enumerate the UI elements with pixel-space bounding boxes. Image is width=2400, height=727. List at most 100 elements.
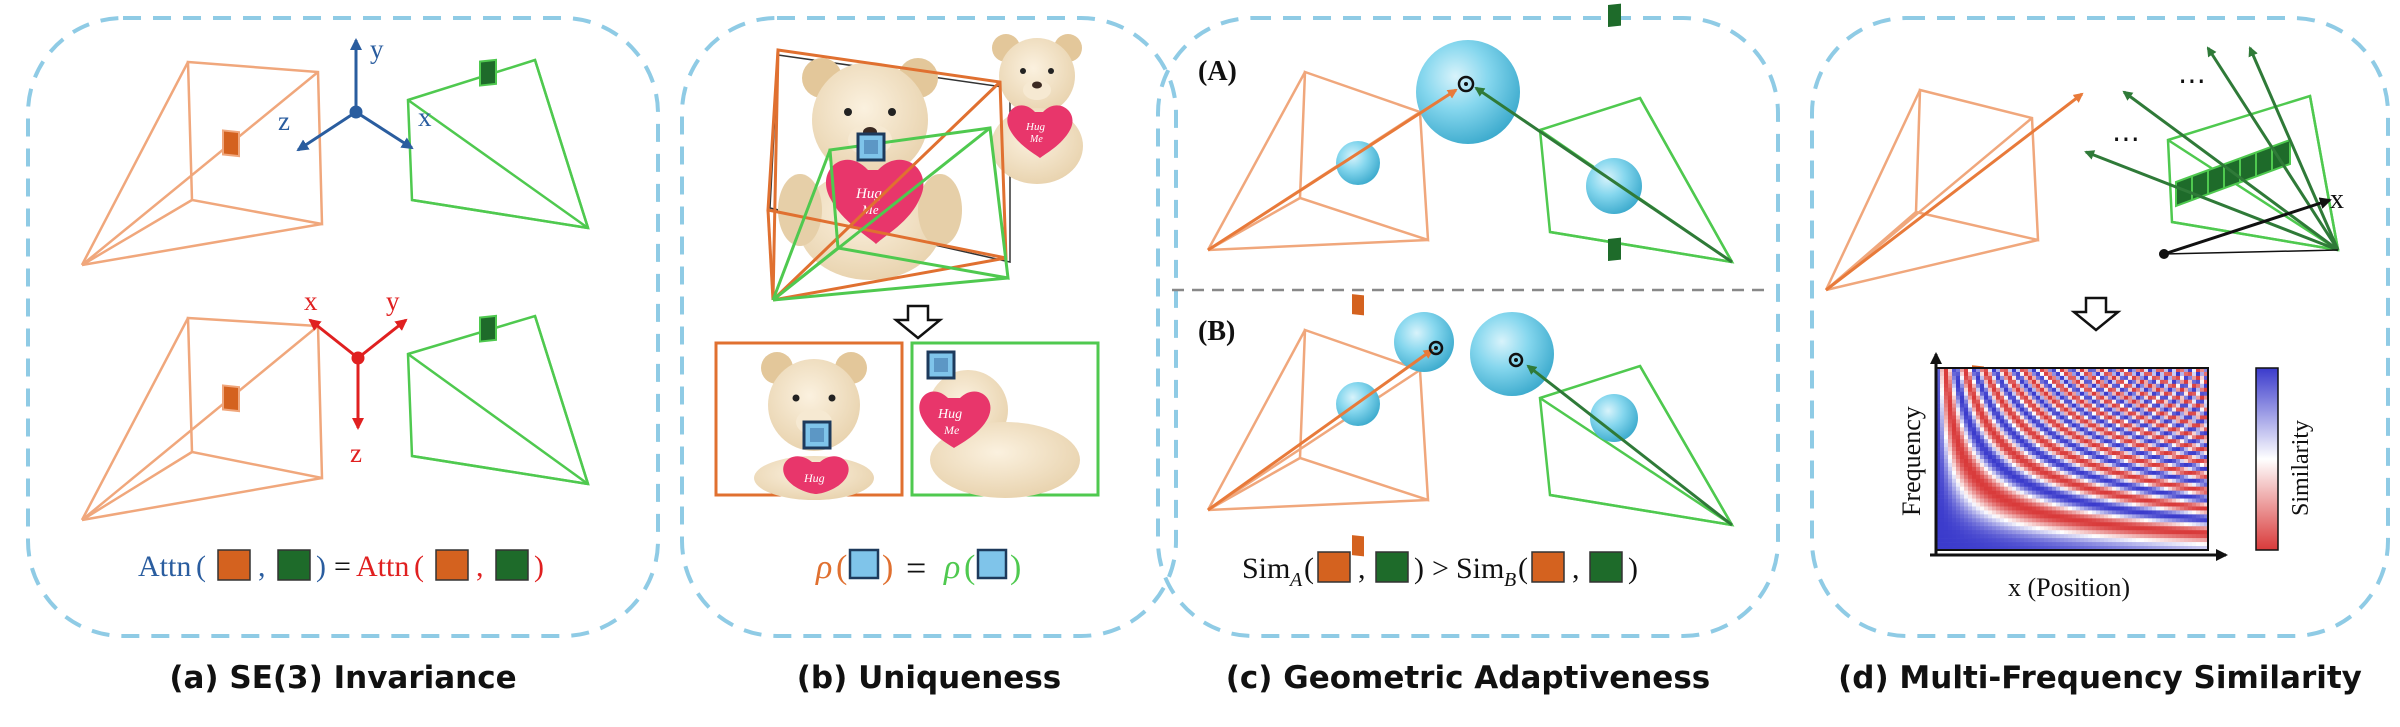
heatmap-cell	[2068, 447, 2073, 452]
heatmap-cell	[1988, 427, 1993, 432]
heatmap-cell	[2016, 518, 2021, 523]
heatmap-cell	[1936, 522, 1941, 527]
heatmap-cell	[2160, 368, 2165, 373]
heatmap-cell	[2020, 502, 2025, 507]
heatmap-cell	[2024, 431, 2029, 436]
heatmap-cell	[2076, 470, 2081, 476]
heatmap-cell	[2120, 490, 2125, 495]
heatmap-cell	[2184, 371, 2189, 377]
heatmap-cell	[2164, 423, 2169, 428]
heatmap-cell	[1940, 423, 1945, 428]
heatmap-cell	[2036, 455, 2041, 460]
heatmap-cell	[2104, 399, 2109, 404]
heatmap-cell	[2164, 494, 2169, 499]
heatmap-cell	[2176, 403, 2181, 408]
heatmap-cell	[2192, 411, 2197, 416]
heatmap-cell	[2064, 542, 2069, 547]
heatmap-cell	[2096, 455, 2101, 460]
heatmap-cell	[2144, 439, 2149, 444]
heatmap-cell	[1968, 368, 1973, 373]
heatmap-cell	[2088, 466, 2093, 472]
heatmap-cell	[2168, 415, 2173, 420]
heatmap-cell	[2092, 375, 2097, 381]
heatmap-cell	[1940, 415, 1945, 420]
heatmap-cell	[2096, 462, 2101, 468]
heatmap-cell	[1956, 379, 1961, 385]
heatmap-cell	[2048, 482, 2053, 487]
heatmap-cell	[1988, 368, 1993, 373]
heatmap-cell	[2136, 368, 2141, 373]
heatmap-cell	[2176, 395, 2181, 400]
heatmap-cell	[2060, 455, 2065, 460]
heatmap-cell	[1996, 534, 2001, 539]
heatmap-cell	[2004, 542, 2009, 547]
heatmap-cell	[2024, 395, 2029, 400]
heatmap-cell	[2116, 379, 2121, 385]
heatmap-cell	[2108, 431, 2113, 436]
heatmap-cell	[2012, 538, 2017, 543]
heatmap-cell	[2056, 423, 2061, 428]
heatmap-cell	[2164, 451, 2169, 456]
heatmap-cell	[2036, 395, 2041, 400]
heatmap-cell	[2096, 435, 2101, 440]
heatmap-cell	[2200, 439, 2205, 444]
heatmap-cell	[2196, 443, 2201, 448]
heatmap-cell	[1936, 435, 1941, 440]
heatmap-cell	[2176, 490, 2181, 495]
heatmap-cell	[2040, 439, 2045, 444]
heatmap-cell	[2156, 443, 2161, 448]
heatmap-cell	[2088, 518, 2093, 523]
heatmap-cell	[2032, 546, 2037, 551]
heatmap-cell	[1936, 427, 1941, 432]
heatmap-cell	[1936, 439, 1941, 444]
heatmap-cell	[2076, 371, 2081, 377]
heatmap-cell	[2156, 490, 2161, 495]
heatmap-cell	[2036, 470, 2041, 476]
heatmap-cell	[2192, 470, 2197, 476]
query-patch-icon-left	[848, 548, 880, 580]
heatmap-cell	[2068, 379, 2073, 385]
heatmap-cell	[2160, 371, 2165, 377]
heatmap-cell	[1988, 415, 1993, 420]
heatmap-cell	[2080, 403, 2085, 408]
heatmap-cell	[2116, 530, 2121, 535]
heatmap-cell	[2088, 403, 2093, 408]
heatmap-cell	[2088, 443, 2093, 448]
heatmap-cell	[2132, 506, 2137, 511]
heatmap-cell	[1988, 506, 1993, 511]
heatmap-cell	[2132, 455, 2137, 460]
heatmap-cell	[1984, 371, 1989, 377]
heatmap-cell	[2196, 427, 2201, 432]
heatmap-cell	[2032, 427, 2037, 432]
heatmap-cell	[2204, 538, 2209, 543]
heatmap-cell	[2188, 459, 2193, 464]
heatmap-cell	[2148, 486, 2153, 491]
heatmap-cell	[1964, 486, 1969, 491]
heatmap-cell	[2016, 439, 2021, 444]
heatmap-cell	[2140, 439, 2145, 444]
heatmap-cell	[2080, 514, 2085, 519]
heatmap-cell	[2012, 490, 2017, 495]
heatmap-cell	[2084, 371, 2089, 377]
heatmap-cell	[2016, 387, 2021, 393]
heatmap-cell	[2004, 415, 2009, 420]
heatmap-cell	[2044, 530, 2049, 535]
heatmap-cell	[1972, 403, 1977, 408]
heatmap-cell	[2040, 391, 2045, 396]
heatmap-cell	[1944, 443, 1949, 448]
heatmap-cell	[2068, 399, 2073, 404]
heatmap-cell	[2008, 439, 2013, 444]
heatmap-cell	[2108, 474, 2113, 480]
heatmap-cell	[2076, 391, 2081, 396]
heatmap-cell	[2064, 403, 2069, 408]
heatmap-cell	[2172, 498, 2177, 503]
token-orange-icon	[1317, 551, 1351, 583]
heatmap-cell	[1952, 391, 1957, 396]
heatmap-cell	[1960, 391, 1965, 396]
heatmap-cell	[2152, 431, 2157, 436]
heatmap-cell	[2136, 522, 2141, 527]
heatmap-cell	[2080, 395, 2085, 400]
heatmap-cell	[1960, 431, 1965, 436]
heatmap-cell	[2156, 403, 2161, 408]
heatmap-cell	[2204, 411, 2209, 416]
